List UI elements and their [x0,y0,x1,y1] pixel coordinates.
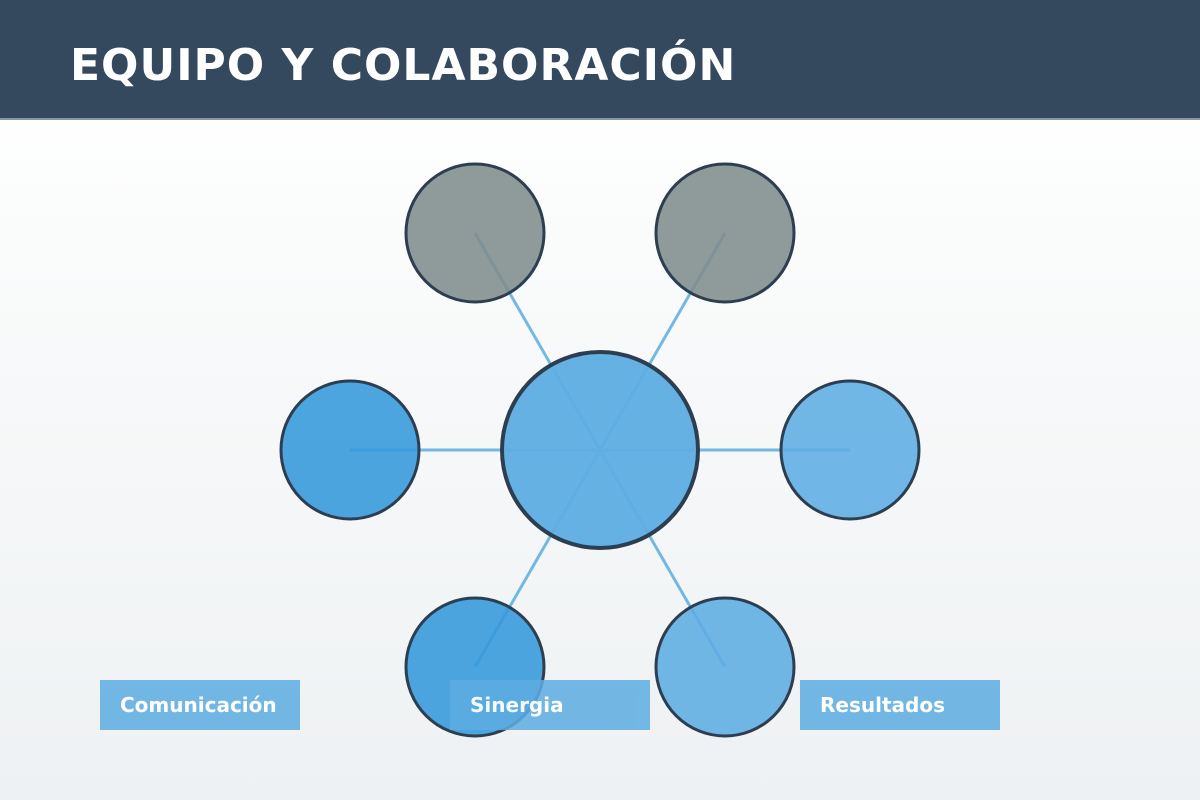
label-sinergia: Sinergia [450,680,650,730]
page-title: EQUIPO Y COLABORACIÓN [70,40,737,91]
label-comunicacion: Comunicación [100,680,300,730]
label-resultados: Resultados [800,680,1000,730]
node-bottom-right [654,596,796,738]
node-left [279,379,421,521]
node-right [779,379,921,521]
header-bar: EQUIPO Y COLABORACIÓN [0,0,1200,120]
node-top-right [654,162,796,304]
node-top-left [404,162,546,304]
center-hub-node [500,350,700,550]
